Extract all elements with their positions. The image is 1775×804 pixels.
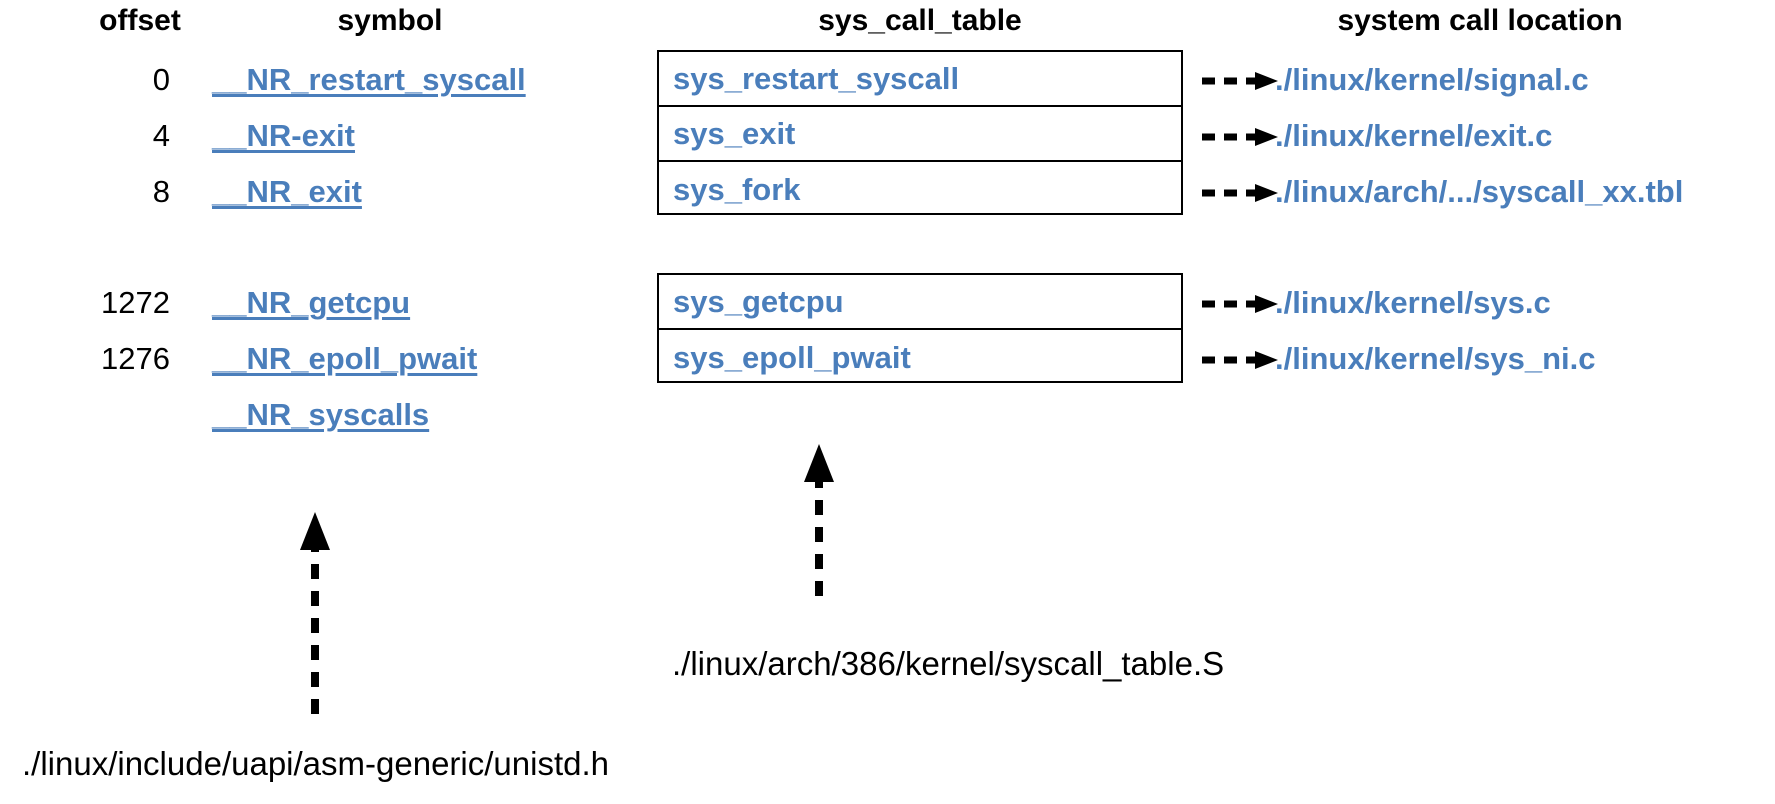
sys-call-table-box-top: sys_restart_syscall sys_exit sys_fork bbox=[657, 50, 1183, 215]
symbol-name: __NR_exit bbox=[212, 174, 362, 209]
system-call-location: ./linux/kernel/exit.c bbox=[1275, 118, 1553, 153]
sys-call-table-entry: sys_getcpu bbox=[673, 283, 844, 319]
symbol-name-syscalls: __NR_syscalls bbox=[212, 397, 430, 432]
offset-value: 4 bbox=[152, 118, 170, 153]
sys-call-table-entry: sys_fork bbox=[673, 171, 801, 207]
system-call-location: ./linux/arch/.../syscall_xx.tbl bbox=[1275, 174, 1684, 209]
column-header-sys-call-table: sys_call_table bbox=[818, 4, 1022, 37]
system-call-location: ./linux/kernel/sys_ni.c bbox=[1275, 341, 1596, 376]
sys-call-table-row: sys_restart_syscall bbox=[659, 52, 1181, 107]
offset-value: 1272 bbox=[101, 285, 170, 320]
dashed-right-arrow-icon bbox=[1200, 349, 1286, 371]
sys-call-table-row: sys_exit bbox=[659, 107, 1181, 162]
dashed-right-arrow-icon bbox=[1200, 70, 1286, 92]
column-header-system-call-location: system call location bbox=[1337, 4, 1623, 37]
system-call-location: ./linux/kernel/sys.c bbox=[1275, 285, 1551, 320]
offset-value: 0 bbox=[152, 62, 170, 97]
sys-call-table-entry: sys_restart_syscall bbox=[673, 60, 960, 96]
dashed-up-arrow-icon-symbol-source bbox=[292, 508, 338, 720]
offset-value: 1276 bbox=[101, 341, 170, 376]
offset-value: 8 bbox=[152, 174, 170, 209]
column-header-offset: offset bbox=[99, 4, 181, 37]
sys-call-table-box-bottom: sys_getcpu sys_epoll_pwait bbox=[657, 273, 1183, 383]
symbol-name: __NR_getcpu bbox=[212, 285, 411, 320]
sys-call-table-entry: sys_exit bbox=[673, 115, 796, 151]
sys-call-table-row: sys_getcpu bbox=[659, 275, 1181, 330]
symbol-name: __NR_restart_syscall bbox=[212, 62, 526, 97]
sys-call-table-row: sys_fork bbox=[659, 162, 1181, 217]
dashed-up-arrow-icon-table-source bbox=[796, 440, 842, 600]
dashed-right-arrow-icon bbox=[1200, 126, 1286, 148]
system-call-location: ./linux/kernel/signal.c bbox=[1275, 62, 1589, 97]
dashed-right-arrow-icon bbox=[1200, 182, 1286, 204]
sys-call-table-entry: sys_epoll_pwait bbox=[673, 339, 911, 375]
symbol-name: __NR_epoll_pwait bbox=[212, 341, 478, 376]
column-header-symbol: symbol bbox=[337, 4, 443, 37]
dashed-right-arrow-icon bbox=[1200, 293, 1286, 315]
symbol-name: __NR-exit bbox=[212, 118, 355, 153]
caption-table-source-file: ./linux/arch/386/kernel/syscall_table.S bbox=[672, 645, 1225, 682]
sys-call-table-row: sys_epoll_pwait bbox=[659, 330, 1181, 385]
caption-symbol-source-file: ./linux/include/uapi/asm-generic/unistd.… bbox=[22, 745, 609, 782]
